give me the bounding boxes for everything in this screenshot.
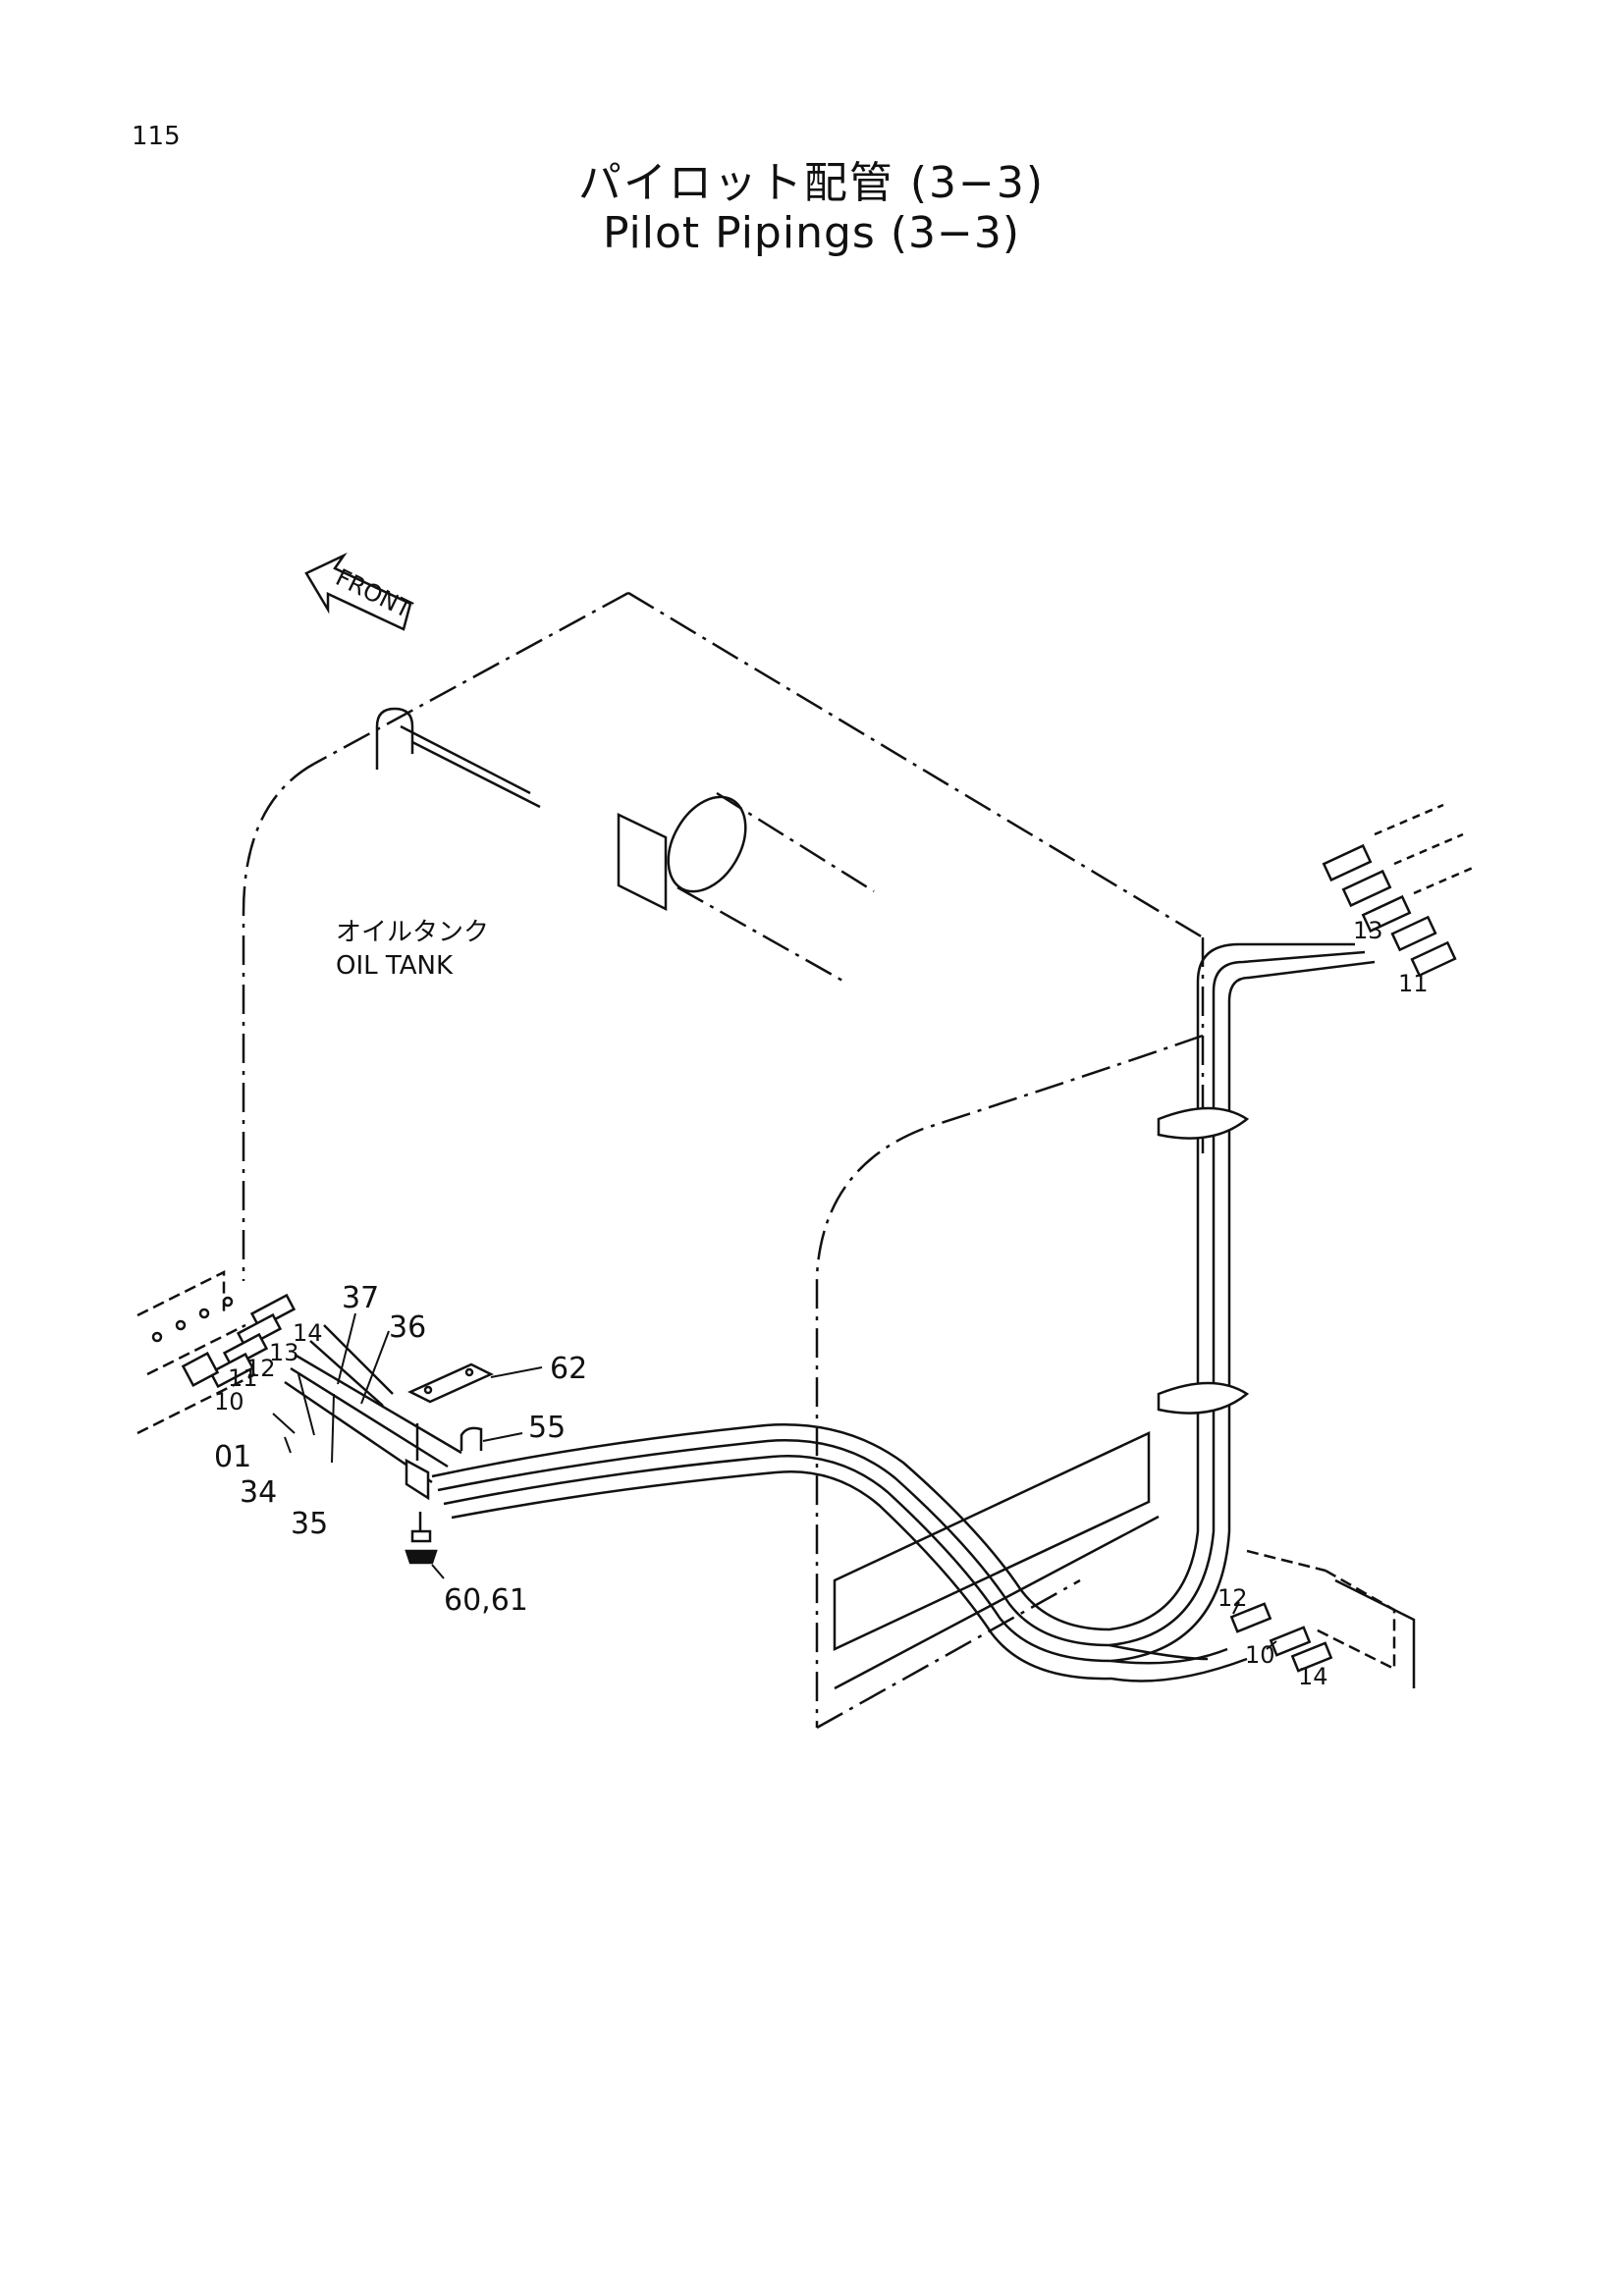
callout-12-left: 12 [245, 1355, 276, 1382]
callout-13-left: 13 [269, 1339, 299, 1366]
left-fittings [181, 1293, 297, 1389]
leader-lines [272, 1312, 1277, 1650]
callout-10-bottom: 10 [1245, 1641, 1275, 1669]
callout-12-bottom: 12 [1217, 1584, 1248, 1612]
clamp-55 [460, 1426, 483, 1451]
oil-tank [242, 591, 1205, 1730]
callout-11-right: 11 [1398, 970, 1429, 997]
callout-14-bottom: 14 [1298, 1663, 1328, 1690]
left-hoses [284, 1324, 462, 1484]
callout-55: 55 [528, 1411, 566, 1445]
main-pipe-bundle [431, 942, 1376, 1682]
left-frame [136, 1269, 256, 1435]
clamp-62 [407, 1362, 494, 1404]
tank-label-english: OIL TANK [336, 951, 454, 981]
filler-cylinder [617, 791, 875, 984]
tank-base-rail [833, 1431, 1160, 1690]
upper-right-fittings [1322, 803, 1474, 978]
callout-14-left: 14 [293, 1319, 323, 1347]
callout-36: 36 [389, 1310, 426, 1345]
callout-13-right: 13 [1353, 917, 1383, 944]
callout-01: 01 [214, 1440, 251, 1474]
clamp-base [405, 1423, 430, 1501]
lower-right-fittings [1229, 1602, 1333, 1673]
bolt-60-61 [405, 1512, 438, 1565]
callout-60-61: 60,61 [444, 1583, 528, 1618]
callout-34: 34 [240, 1475, 277, 1510]
callout-11-left: 11 [228, 1364, 258, 1392]
title-japanese: パイロット配管 (3−3) [577, 158, 1046, 208]
callout-62: 62 [550, 1352, 587, 1386]
callout-35: 35 [291, 1507, 328, 1541]
breather-pipe [375, 707, 541, 809]
lower-right-frame [1246, 1549, 1416, 1688]
title-english: Pilot Pipings (3−3) [602, 208, 1021, 258]
callout-10-left: 10 [214, 1388, 244, 1415]
front-arrow: FRONT [304, 552, 416, 631]
tank-label-japanese: オイルタンク [336, 918, 489, 947]
vertical-pipe-clips [1157, 1106, 1250, 1415]
callout-37: 37 [342, 1281, 379, 1315]
page-number: 115 [132, 122, 181, 151]
